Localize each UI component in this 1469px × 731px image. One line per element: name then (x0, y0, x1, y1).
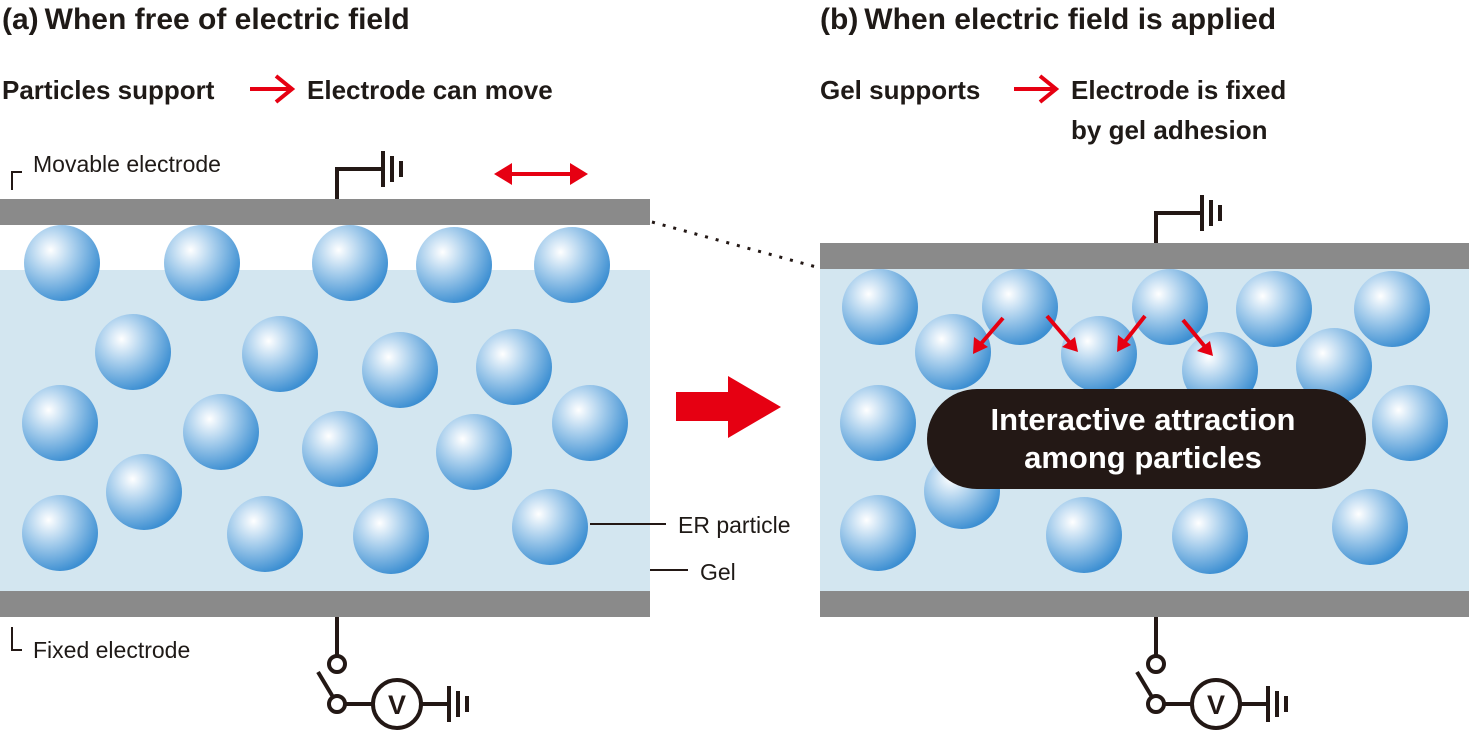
er-particle (842, 269, 918, 345)
panel-b-red-arrow-icon (1014, 74, 1060, 104)
panel-b-result-line2: by gel adhesion (1071, 115, 1268, 145)
panel-b-support-text: Gel supports (820, 75, 980, 105)
panel-b-top-electrode (820, 243, 1469, 269)
er-particle (915, 314, 991, 390)
attraction-arrow-icon (1045, 314, 1078, 352)
movable-electrode-bracket (11, 171, 22, 190)
er-particle (840, 495, 916, 571)
er-particle (242, 316, 318, 392)
callout-line1: Interactive attraction (991, 402, 1296, 437)
attraction-callout (927, 389, 1366, 489)
er-particle (840, 385, 916, 461)
er-particle (512, 489, 588, 565)
move-double-arrow-icon (494, 163, 588, 185)
panel-a-support-text: Particles support (2, 75, 215, 105)
panel-a-movable-electrode (0, 199, 650, 225)
panel-b-result-line1: Electrode is fixed (1071, 75, 1286, 105)
er-particle (416, 227, 492, 303)
panel-b-voltage-source-icon: V (1135, 617, 1288, 730)
zoom-dotted-line (651, 220, 821, 270)
panel-b-top-ground-icon (1154, 195, 1222, 243)
er-particle (1061, 316, 1137, 392)
er-particle (95, 314, 171, 390)
panel-a-title: (a) When free of electric field (2, 3, 410, 36)
panel-a-red-arrow-icon (250, 74, 296, 104)
er-particle (22, 385, 98, 461)
attraction-arrows-icon (973, 314, 1213, 356)
er-particle (1372, 385, 1448, 461)
er-particle (982, 269, 1058, 345)
er-particle (164, 225, 240, 301)
er-particle (552, 385, 628, 461)
er-particle (1236, 271, 1312, 347)
er-particle-label: ER particle (678, 512, 790, 538)
er-particle (24, 225, 100, 301)
er-particle (534, 227, 610, 303)
panel-a-voltage-symbol: V (388, 690, 406, 720)
panel-a-result-text: Electrode can move (307, 75, 553, 105)
er-particle (1296, 328, 1372, 404)
panel-b-title: (b) When electric field is applied (820, 3, 1276, 36)
er-particle (227, 496, 303, 572)
er-particle (1332, 489, 1408, 565)
fixed-electrode-bracket (11, 627, 22, 651)
er-particle (183, 394, 259, 470)
callout-line2: among particles (1024, 440, 1262, 475)
er-particle (106, 454, 182, 530)
panel-b: (b) When electric field is applied Gel s… (820, 3, 1469, 730)
er-particle (22, 495, 98, 571)
fixed-electrode-label: Fixed electrode (33, 637, 190, 663)
transition-arrow-icon (676, 376, 781, 438)
attraction-arrow-icon (973, 316, 1005, 354)
er-particle (312, 225, 388, 301)
panel-a-voltage-source-icon: V (316, 617, 469, 730)
er-particle (1046, 497, 1122, 573)
panel-a-particles (22, 225, 628, 574)
attraction-arrow-icon (1117, 314, 1147, 352)
er-particle (1172, 498, 1248, 574)
gel-label: Gel (700, 559, 736, 585)
movable-electrode-label: Movable electrode (33, 151, 221, 177)
panel-b-bottom-electrode (820, 591, 1469, 617)
er-particle (362, 332, 438, 408)
panel-a: (a) When free of electric field Particle… (0, 3, 790, 730)
er-particle (1354, 271, 1430, 347)
er-particle (436, 414, 512, 490)
er-particle (353, 498, 429, 574)
panel-a-fixed-electrode (0, 591, 650, 617)
er-particle (302, 411, 378, 487)
attraction-arrow-icon (1181, 318, 1213, 356)
panel-b-voltage-symbol: V (1207, 690, 1225, 720)
panel-a-top-ground-icon (335, 151, 403, 199)
er-particle (476, 329, 552, 405)
